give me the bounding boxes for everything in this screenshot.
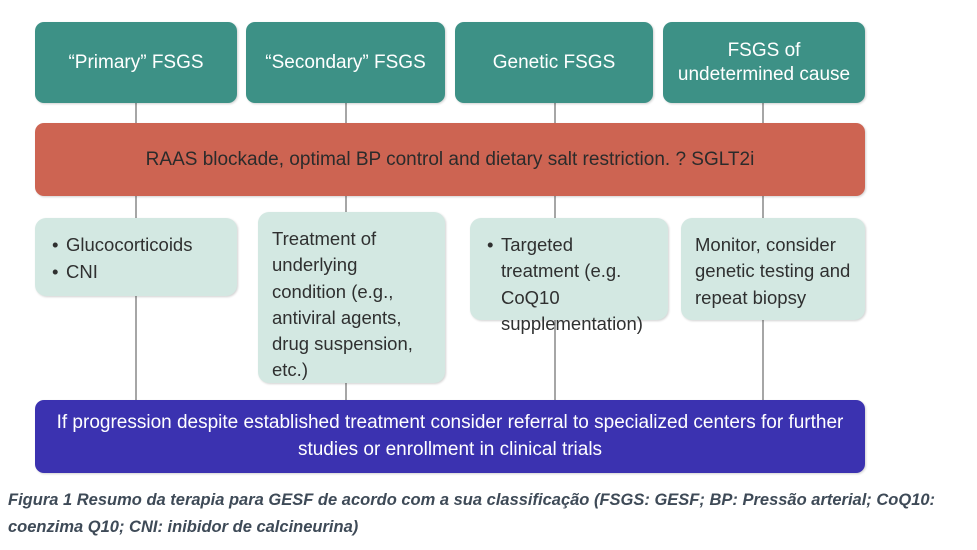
figure-caption: Figura 1 Resumo da terapia para GESF de … [8, 491, 936, 536]
treatment-body-secondary: Treatment of underlying condition (e.g.,… [272, 226, 431, 384]
treatment-box-undetermined[interactable]: Monitor, consider genetic testing and re… [681, 218, 865, 320]
connector-treatment-1-to-final [135, 296, 137, 400]
connector-treatment-2-to-final [345, 383, 347, 400]
connector-band-to-treatment-3 [554, 196, 556, 218]
connector-category-4-to-band [762, 103, 764, 123]
category-label-genetic-fsgs: Genetic FSGS [492, 51, 616, 73]
connector-treatment-3-to-final [554, 320, 556, 400]
connector-category-2-to-band [345, 103, 347, 123]
category-label-undetermined-fsgs: FSGS of undetermined cause [677, 40, 851, 85]
connector-band-to-treatment-1 [135, 196, 137, 218]
category-box-primary-fsgs[interactable]: “Primary” FSGS [35, 22, 237, 103]
escalation-label: If progression despite established treat… [56, 411, 844, 460]
treatment-box-genetic[interactable]: Targeted treatment (e.g. CoQ10 supplemen… [470, 218, 668, 334]
treatment-box-primary[interactable]: Glucocorticoids CNI [35, 218, 237, 296]
category-label-secondary-fsgs: “Secondary” FSGS [265, 51, 426, 73]
treatment-text-undetermined: Monitor, consider genetic testing and re… [695, 234, 851, 308]
treatment-body-undetermined: Monitor, consider genetic testing and re… [695, 232, 851, 311]
category-box-undetermined-fsgs[interactable]: FSGS of undetermined cause [663, 22, 865, 103]
treatment-text-secondary: Treatment of underlying condition (e.g.,… [272, 228, 413, 381]
list-item: Targeted treatment (e.g. CoQ10 supplemen… [487, 232, 654, 337]
supportive-care-label: RAAS blockade, optimal BP control and di… [145, 148, 755, 170]
list-item: Glucocorticoids [52, 232, 223, 259]
category-box-genetic-fsgs[interactable]: Genetic FSGS [455, 22, 653, 103]
category-label-primary-fsgs: “Primary” FSGS [68, 51, 204, 73]
treatment-bullet-list-primary: Glucocorticoids CNI [49, 232, 223, 286]
connector-category-1-to-band [135, 103, 137, 123]
treatment-box-secondary[interactable]: Treatment of underlying condition (e.g.,… [258, 212, 445, 383]
connector-category-3-to-band [554, 103, 556, 123]
connector-band-to-treatment-2 [345, 196, 347, 212]
treatment-bullet-list-genetic: Targeted treatment (e.g. CoQ10 supplemen… [484, 232, 654, 337]
list-item: CNI [52, 259, 223, 286]
connector-treatment-4-to-final [762, 320, 764, 400]
supportive-care-band[interactable]: RAAS blockade, optimal BP control and di… [35, 123, 865, 196]
escalation-banner[interactable]: If progression despite established treat… [35, 400, 865, 473]
category-box-secondary-fsgs[interactable]: “Secondary” FSGS [246, 22, 445, 103]
treatment-body-primary: Glucocorticoids CNI [49, 232, 223, 287]
treatment-body-genetic: Targeted treatment (e.g. CoQ10 supplemen… [484, 232, 654, 338]
connector-band-to-treatment-4 [762, 196, 764, 218]
